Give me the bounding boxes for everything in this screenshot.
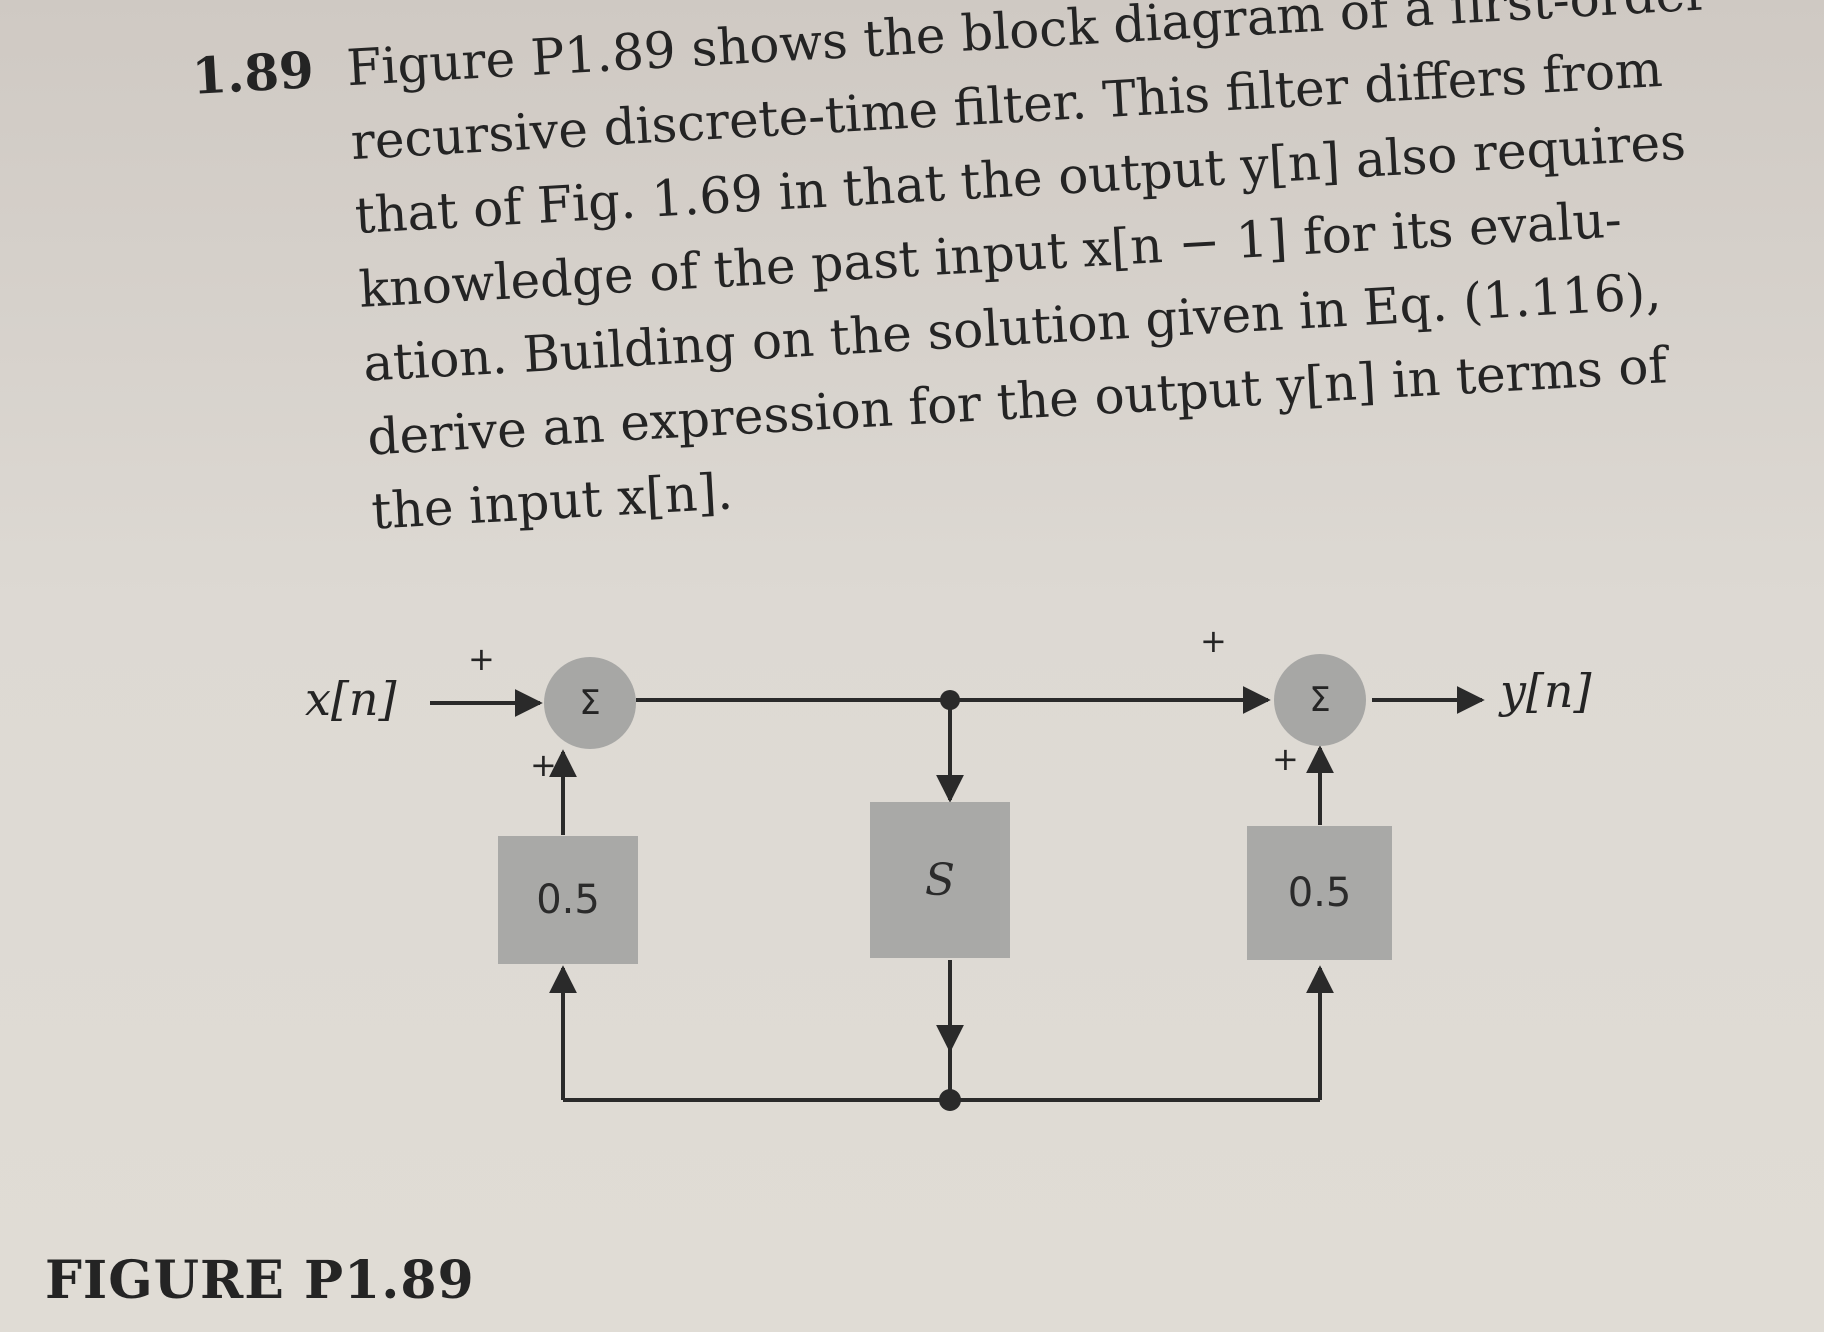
plus-sign: +: [530, 746, 557, 784]
plus-sign: +: [1272, 740, 1299, 778]
plus-sign: +: [1200, 622, 1227, 660]
left-gain-block: 0.5: [498, 836, 638, 964]
input-label: x[n]: [305, 672, 397, 726]
branch-point-bottom: [939, 1089, 961, 1111]
right-gain-block: 0.5: [1247, 826, 1392, 960]
plus-sign: +: [468, 640, 495, 678]
branch-point-top: [940, 690, 960, 710]
left-gain-value: 0.5: [536, 877, 600, 923]
sigma-symbol: Σ: [1309, 680, 1331, 720]
delay-block: S: [870, 802, 1010, 958]
delay-label: S: [924, 854, 956, 906]
figure-caption: FIGURE P1.89: [45, 1250, 475, 1311]
right-gain-value: 0.5: [1287, 870, 1352, 916]
left-summing-junction: Σ: [544, 657, 636, 749]
sigma-symbol: Σ: [579, 683, 601, 723]
output-label: y[n]: [1500, 664, 1592, 718]
right-summing-junction: Σ: [1274, 654, 1366, 746]
